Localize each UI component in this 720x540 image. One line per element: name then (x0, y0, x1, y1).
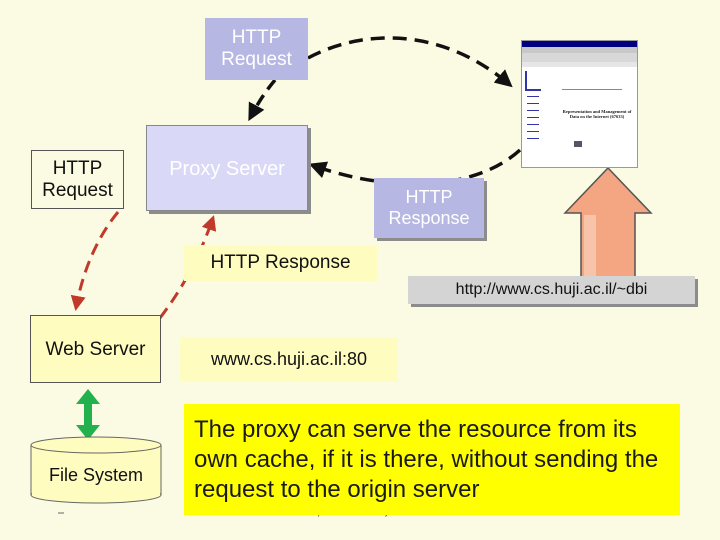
browser-logo (525, 71, 541, 91)
browser-screenshot: Representation and Management of Data on… (521, 40, 638, 168)
file-system-label: File System (48, 465, 144, 485)
request-arrow-to-browser (307, 36, 513, 88)
file-system-cylinder (30, 436, 162, 504)
url-up-arrow (563, 166, 653, 279)
response-arrow-to-proxy (308, 148, 522, 186)
proxy-cache-note: The proxy can serve the resource from it… (184, 404, 680, 515)
http-request-label-left: HTTP Request (31, 150, 124, 209)
browser-page-title: Representation and Management of Data on… (562, 109, 632, 120)
web-server-file-system-double-arrow (76, 389, 100, 440)
browser-icon (574, 141, 582, 147)
request-arrow-to-web-server (70, 211, 120, 311)
proxy-server-box: Proxy Server (146, 125, 308, 211)
http-request-label-top: HTTP Request (205, 18, 308, 80)
web-server-box: Web Server (30, 315, 161, 383)
request-arrow-to-proxy (248, 78, 277, 122)
http-response-label-right: HTTP Response (374, 178, 484, 238)
http-response-label-mid: HTTP Response (184, 245, 377, 281)
host-label: www.cs.huji.ac.il:80 (180, 337, 398, 381)
url-label: http://www.cs.huji.ac.il/~dbi (408, 276, 695, 304)
